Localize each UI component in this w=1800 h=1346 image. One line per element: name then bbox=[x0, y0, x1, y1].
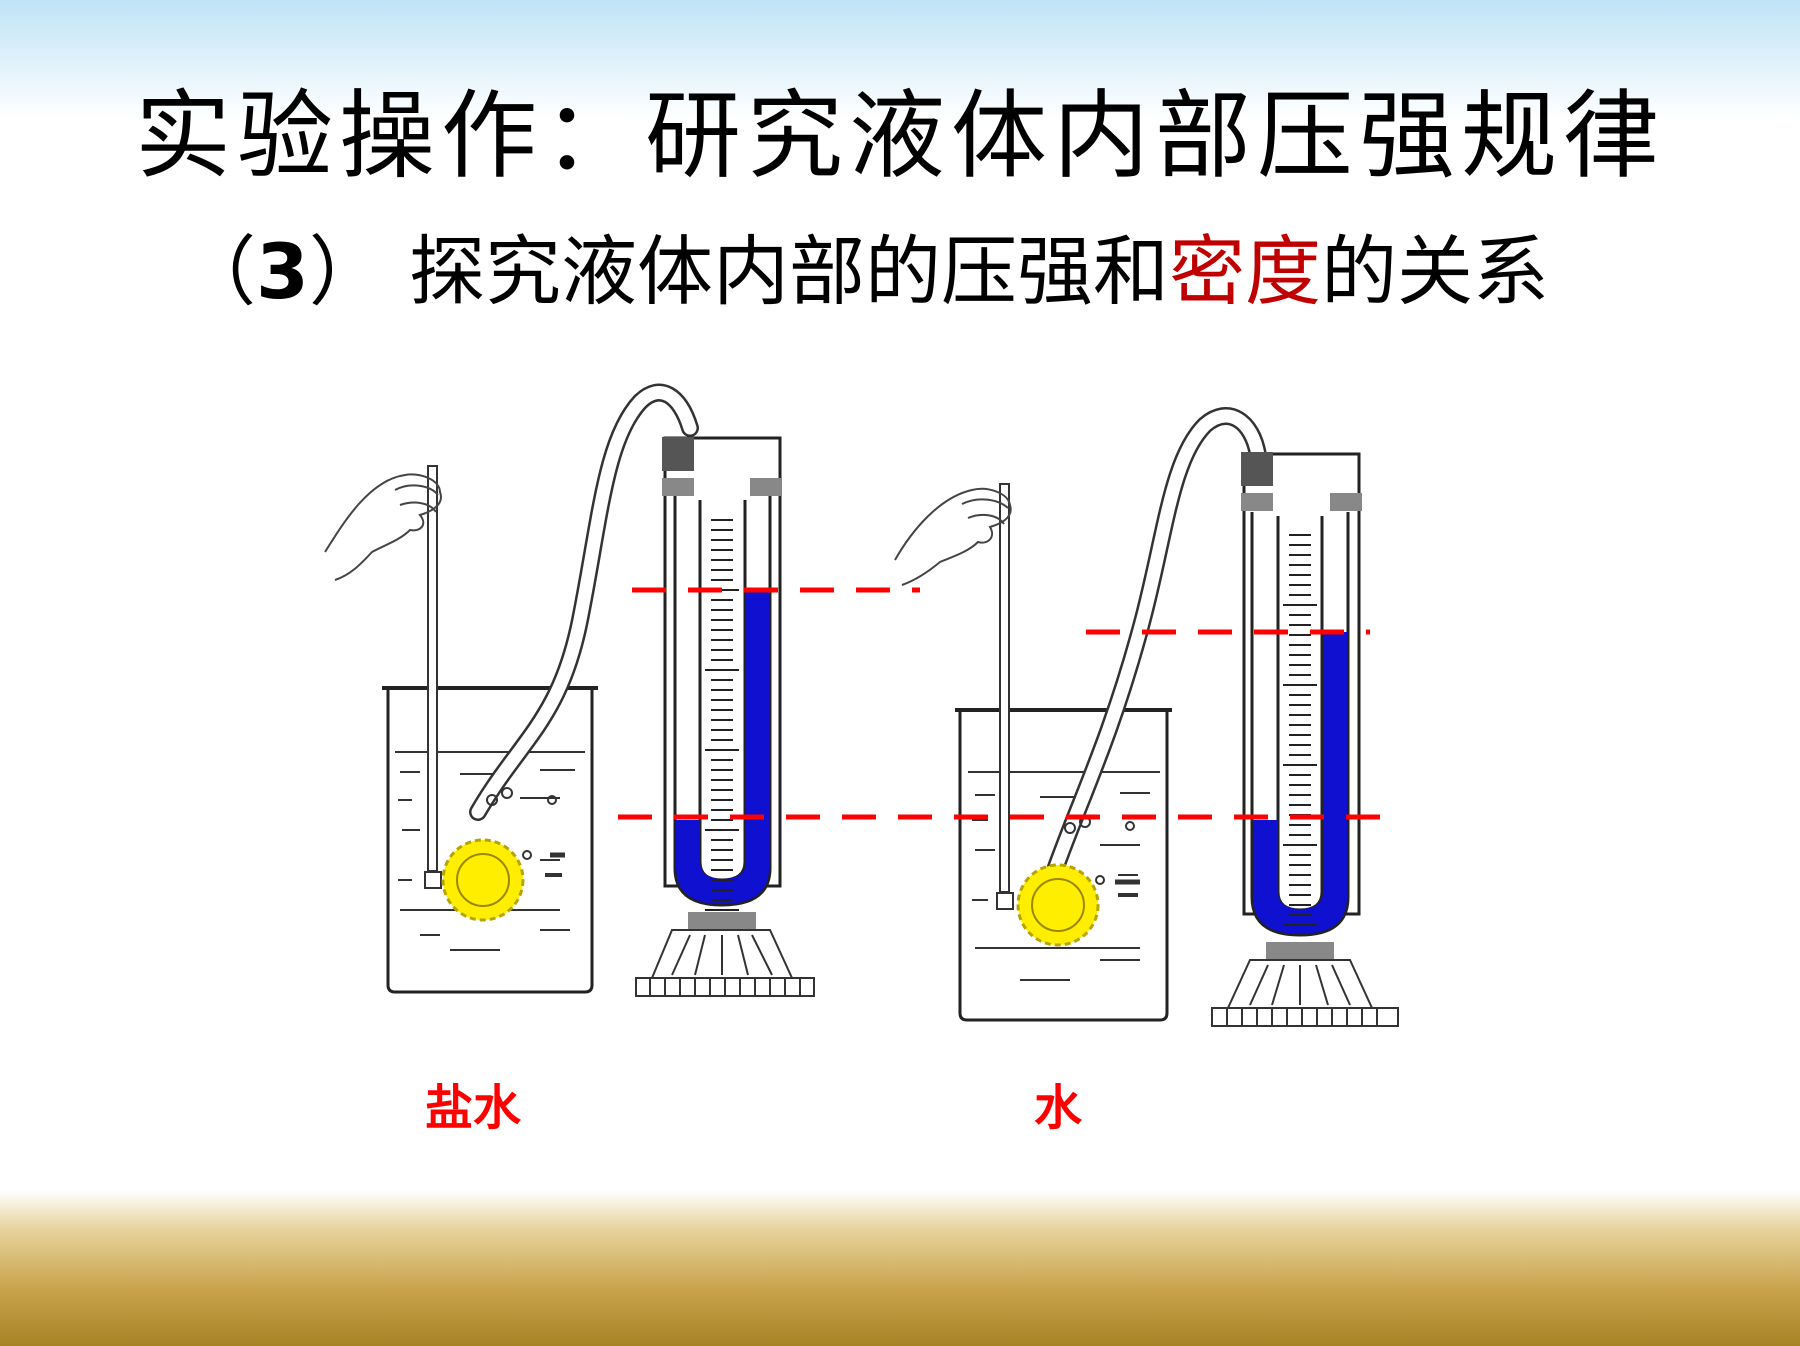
right-beaker bbox=[958, 712, 1169, 1022]
left-hand bbox=[324, 473, 442, 581]
subtitle-highlight-density: 密度 bbox=[1169, 227, 1322, 316]
subtitle-open-paren: （ bbox=[180, 227, 256, 316]
subtitle-close-paren: ） bbox=[308, 227, 385, 316]
left-manometer-liquid bbox=[676, 590, 769, 904]
label-water: 水 bbox=[1034, 1080, 1083, 1136]
subtitle-number: 3 bbox=[256, 227, 309, 316]
right-manometer-liquid bbox=[1253, 632, 1347, 934]
right-rod bbox=[999, 483, 1010, 893]
right-setup-water bbox=[894, 407, 1399, 1027]
left-beaker bbox=[386, 690, 594, 994]
left-probe bbox=[441, 838, 525, 922]
slide-title: 实验操作：研究液体内部压强规律 bbox=[135, 80, 1665, 192]
subtitle-text-2: 的关系 bbox=[1321, 227, 1550, 316]
right-hand bbox=[894, 487, 1012, 586]
subtitle-text-1: 探究液体内部的压强和 bbox=[384, 227, 1170, 316]
left-rod bbox=[427, 465, 438, 872]
slide-subtitle: （3） 探究液体内部的压强和密度的关系 bbox=[180, 210, 1549, 320]
label-salt-water: 盐水 bbox=[425, 1080, 522, 1136]
right-probe bbox=[1016, 863, 1100, 947]
left-setup-salt-water bbox=[324, 383, 815, 997]
reference-lines bbox=[618, 587, 1385, 820]
